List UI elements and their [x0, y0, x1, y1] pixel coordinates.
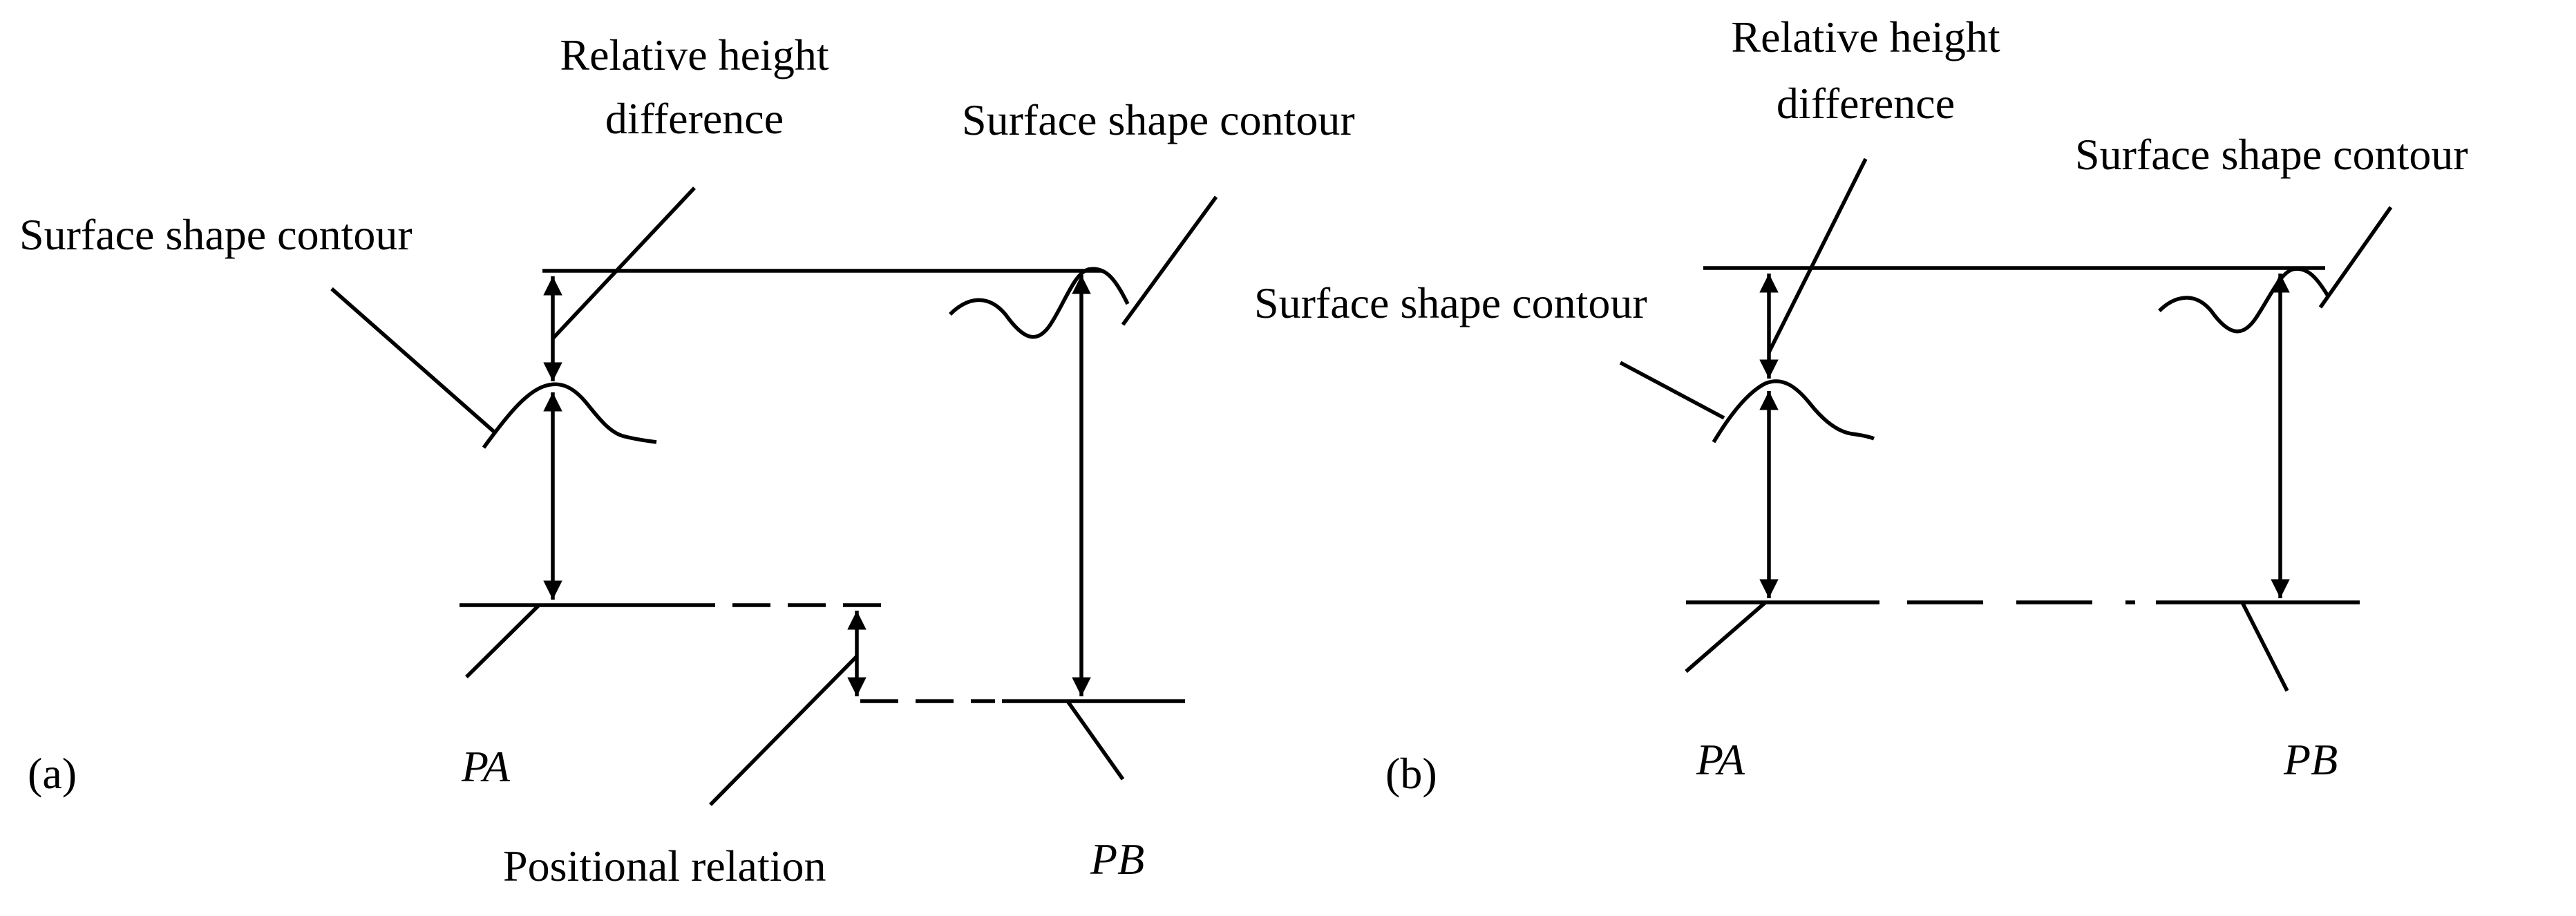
b-panel-label: (b) [1385, 749, 1437, 798]
b-left-contour-leader [1619, 361, 1725, 420]
b-right-contour-leader [2318, 206, 2393, 309]
b-pb-hatch [2240, 601, 2289, 692]
a-pa-label: PA [462, 742, 510, 791]
a-left-contour-leader [330, 287, 495, 434]
a-left-contour-curve [482, 382, 657, 449]
b-relative-height-label-line2: difference [1776, 79, 1955, 128]
a-positional-relation-leader [709, 655, 858, 806]
a-pb-hatch [1066, 700, 1125, 781]
a-right-contour-label: Surface shape contour [962, 95, 1355, 144]
panel-b-drawing [1619, 158, 2393, 692]
b-left-contour-curve [1712, 379, 1875, 443]
b-pa-label: PA [1696, 735, 1745, 784]
b-pb-label: PB [2284, 735, 2338, 784]
a-panel-label: (a) [28, 749, 77, 798]
a-relative-height-leader [551, 187, 697, 340]
a-relative-height-label-line1: Relative height [560, 30, 829, 79]
panel-a-drawing [330, 187, 1218, 806]
a-right-contour-curve [949, 267, 1130, 339]
a-positional-relation-label: Positional relation [503, 841, 826, 890]
b-left-contour-label: Surface shape contour [1254, 278, 1647, 327]
b-pa-hatch [1685, 600, 1767, 674]
b-relative-height-label-line1: Relative height [1731, 12, 2000, 61]
b-right-contour-curve [2158, 267, 2331, 334]
b-right-contour-label: Surface shape contour [2075, 130, 2468, 179]
a-left-contour-label: Surface shape contour [19, 210, 413, 259]
a-pb-label: PB [1090, 834, 1145, 884]
a-pa-hatch [465, 604, 540, 678]
a-relative-height-label-line2: difference [605, 94, 784, 143]
b-relative-height-leader [1767, 158, 1868, 354]
a-right-contour-leader [1121, 195, 1218, 326]
